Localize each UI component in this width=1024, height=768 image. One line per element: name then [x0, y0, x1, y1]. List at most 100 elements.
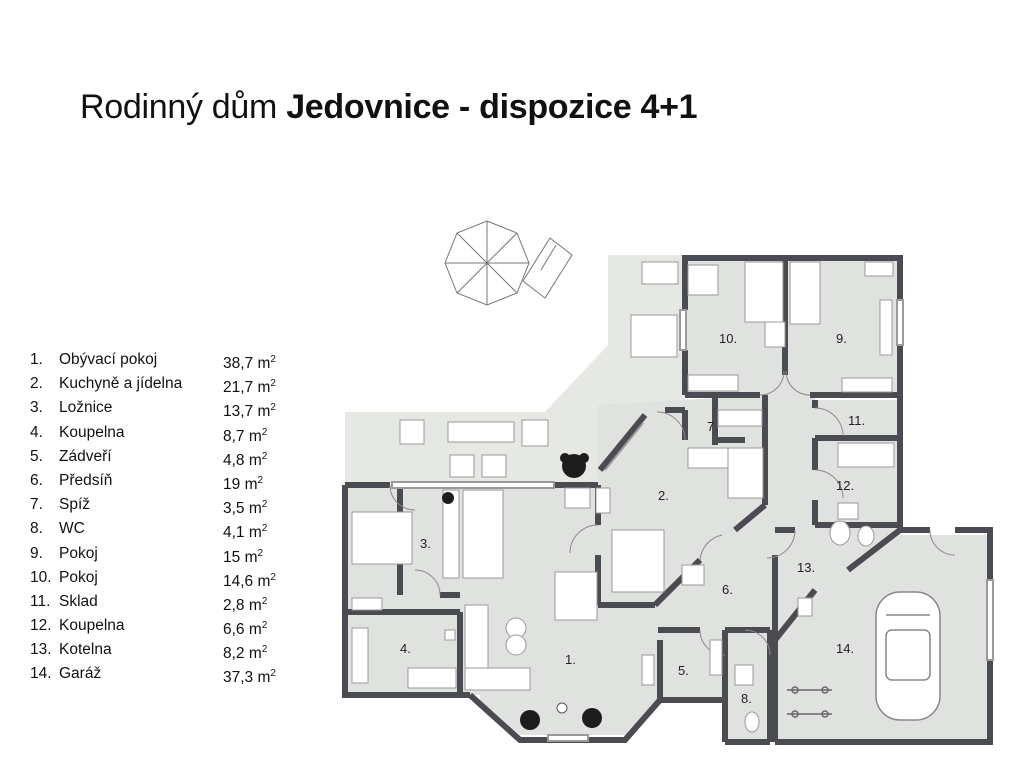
legend-num: 4.: [30, 423, 43, 441]
legend-area: 14,6 m2: [223, 566, 276, 594]
legend-area-value: 6,6: [223, 621, 245, 639]
legend-area-value: 2,8: [223, 597, 245, 615]
legend-area: 6,6 m2: [223, 614, 267, 642]
legend-area-value: 13,7: [223, 403, 254, 421]
legend-unit-sup: 2: [261, 499, 268, 511]
legend-name: Kotelna: [59, 641, 112, 659]
legend-unit-sup: 2: [270, 378, 276, 390]
legend-unit-sup: 2: [261, 595, 268, 607]
legend-name: Koupelna: [59, 617, 125, 635]
legend-num: 12.: [30, 617, 52, 635]
room-label-11: 11.: [848, 413, 865, 428]
legend-unit: m: [248, 500, 262, 518]
legend-unit-sup: 2: [261, 426, 268, 438]
legend-num: 10.: [30, 568, 52, 586]
bicycle-icon: [787, 686, 832, 718]
legend-area-value: 4,1: [223, 524, 245, 542]
legend-unit: m: [248, 621, 262, 639]
legend-name: WC: [59, 520, 85, 538]
legend-name: Pokoj: [59, 544, 98, 562]
legend-name: Spíž: [59, 496, 91, 514]
legend-unit-sup: 2: [257, 547, 264, 559]
legend-name: Kuchyně a jídelna: [59, 375, 183, 393]
legend-area-value: 15: [223, 548, 241, 566]
legend-area: 19 m2: [223, 469, 263, 497]
room-label-1: 1.: [565, 652, 576, 667]
title-bold: Jedovnice - dispozice 4+1: [286, 88, 698, 126]
legend-unit: m: [248, 524, 262, 542]
legend-area-value: 21,7: [223, 379, 254, 397]
legend-name: Sklad: [59, 592, 98, 610]
legend-unit: m: [257, 379, 271, 397]
sun-lounger-icon: [522, 237, 573, 299]
legend-area-value: 19: [223, 476, 241, 494]
legend-area-value: 38,7: [223, 355, 254, 373]
legend-area-value: 8,7: [223, 427, 245, 445]
legend-num: 8.: [30, 520, 43, 538]
legend-area-value: 3,5: [223, 500, 245, 518]
room-label-12: 12.: [836, 478, 854, 493]
legend-num: 2.: [30, 375, 43, 393]
legend-name: Ložnice: [59, 399, 113, 417]
legend-unit-sup: 2: [261, 450, 268, 462]
room-label-7: 7.: [707, 419, 718, 434]
legend-unit-sup: 2: [270, 354, 276, 365]
legend-area-value: 14,6: [223, 572, 254, 590]
legend-num: 13.: [30, 641, 52, 659]
legend-num: 9.: [30, 544, 43, 562]
legend-num: 11.: [30, 592, 51, 610]
legend-area: 21,7 m2: [223, 372, 276, 400]
legend-area: 2,8 m2: [223, 590, 267, 618]
legend-unit-sup: 2: [270, 571, 276, 583]
legend-num: 3.: [30, 399, 43, 417]
legend-area: 4,8 m2: [223, 445, 267, 473]
legend-name: Garáž: [59, 665, 102, 683]
legend-num: 14.: [30, 665, 52, 683]
legend-area: 38,7 m2: [223, 348, 276, 376]
plant-icon: [442, 453, 602, 730]
legend-name: Koupelna: [59, 423, 125, 441]
legend-unit: m: [248, 597, 262, 615]
legend-unit-sup: 2: [261, 644, 268, 656]
legend-unit-sup: 2: [257, 474, 264, 486]
legend-unit: m: [244, 476, 258, 494]
legend-unit-sup: 2: [270, 402, 276, 414]
parasol-icon: [444, 220, 530, 306]
legend-area-value: 8,2: [223, 645, 245, 663]
room-label-2: 2.: [658, 488, 669, 503]
title-regular: Rodinný dům: [80, 88, 287, 126]
room-label-10: 10.: [719, 331, 737, 346]
furniture: [351, 261, 895, 733]
legend-area: 13,7 m2: [223, 396, 276, 424]
legend-name: Pokoj: [59, 568, 98, 586]
room-label-6: 6.: [722, 582, 733, 597]
legend-area-value: 4,8: [223, 451, 245, 469]
legend-unit-sup: 2: [270, 668, 276, 680]
room-label-9: 9.: [836, 331, 847, 346]
legend-name: Zádveří: [59, 447, 112, 465]
legend-unit: m: [257, 669, 271, 687]
room-label-4: 4.: [400, 641, 411, 656]
legend-name: Obývací pokoj: [59, 351, 158, 368]
legend-unit: m: [257, 403, 271, 421]
legend-area: 8,7 m2: [223, 421, 267, 449]
legend-unit: m: [248, 451, 262, 469]
legend-num: 1.: [30, 351, 43, 368]
legend-unit: m: [257, 355, 271, 373]
legend-unit: m: [244, 548, 258, 566]
legend-num: 5.: [30, 447, 43, 465]
legend-unit-sup: 2: [261, 523, 268, 535]
room-label-3: 3.: [420, 536, 431, 551]
legend-unit: m: [248, 645, 262, 663]
legend-area: 37,3 m2: [223, 662, 276, 690]
legend-area: 15 m2: [223, 542, 263, 570]
legend-area-value: 37,3: [223, 669, 254, 687]
room-label-5: 5.: [678, 663, 689, 678]
windows: [391, 299, 994, 742]
room-label-14: 14.: [836, 641, 854, 656]
legend-num: 7.: [30, 496, 43, 514]
legend-area: 8,2 m2: [223, 638, 267, 666]
door-swings: [389, 370, 956, 656]
room-label-13: 13.: [797, 560, 815, 575]
